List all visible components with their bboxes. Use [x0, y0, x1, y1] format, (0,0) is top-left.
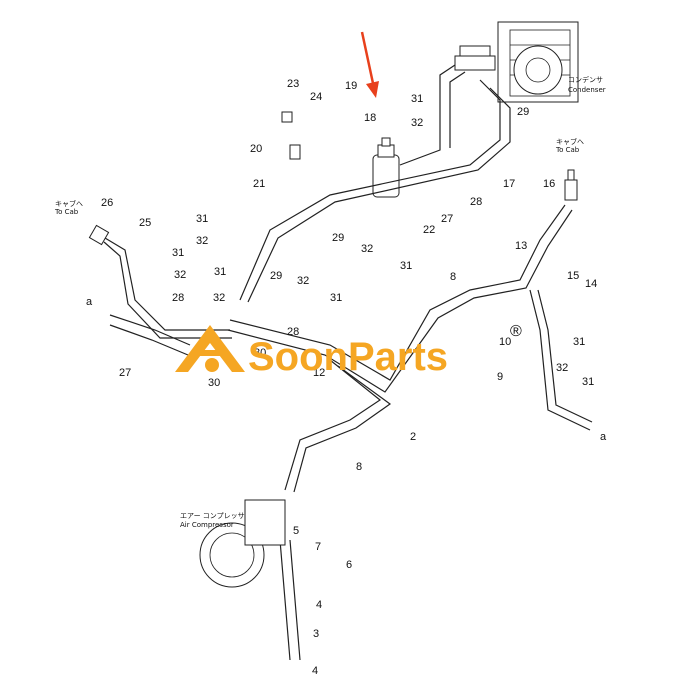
callout-8-bottom: 8	[356, 461, 362, 473]
caption-condenser-jp: コンデンサ	[568, 75, 603, 84]
callout-32-f: 32	[411, 117, 423, 129]
condenser	[454, 21, 579, 103]
callout-9: 9	[497, 371, 503, 383]
callout-13: 13	[515, 240, 527, 252]
pipe-lines	[99, 64, 593, 661]
callout-28-right: 28	[470, 196, 482, 208]
callout-27-left: 27	[119, 367, 131, 379]
callout-28-mid: 28	[287, 326, 299, 338]
callout-21: 21	[253, 178, 265, 190]
callout-31-f: 31	[411, 93, 423, 105]
callout-labels: 2 3 4 4 5 6 7 8 8 9 10 12 13 14 15 16 17…	[101, 78, 597, 677]
callout-17: 17	[503, 178, 515, 190]
callout-27-top: 27	[441, 213, 453, 225]
air-compressor	[199, 499, 286, 588]
callout-2: 2	[410, 431, 416, 443]
callout-31-b: 31	[172, 247, 184, 259]
callout-3: 3	[313, 628, 319, 640]
pointer-arrow	[360, 31, 379, 98]
callout-20: 20	[250, 143, 262, 155]
caption-to-cab-left-jp: キャブへ	[55, 199, 83, 208]
callout-31-d: 31	[330, 292, 342, 304]
callout-29-top: 29	[517, 106, 529, 118]
callout-32-g: 32	[556, 362, 568, 374]
ref-a-left: a	[86, 296, 93, 308]
callout-4-top: 4	[316, 599, 322, 611]
callout-28-left: 28	[172, 292, 184, 304]
callout-7: 7	[315, 541, 321, 553]
callout-30-mid: 30	[254, 347, 266, 359]
caption-compressor-jp: エアー コンプレッサ	[180, 512, 245, 520]
callout-8-top: 8	[450, 271, 456, 283]
callout-29-left: 29	[270, 270, 282, 282]
watermark-logo: SoonParts ®	[175, 323, 522, 379]
callout-4-bottom: 4	[312, 665, 318, 677]
callout-6: 6	[346, 559, 352, 571]
callout-22: 22	[423, 224, 435, 236]
callout-31-e: 31	[400, 260, 412, 272]
callout-15: 15	[567, 270, 579, 282]
callout-10: 10	[499, 336, 511, 348]
callout-26: 26	[101, 197, 113, 209]
callout-32-e: 32	[361, 243, 373, 255]
callout-31-g: 31	[573, 336, 585, 348]
watermark-registered: ®	[510, 323, 522, 340]
callout-24: 24	[310, 91, 322, 103]
callout-12: 12	[313, 367, 325, 379]
caption-to-cab-left-en: To Cab	[54, 208, 79, 216]
caption-to-cab-right-jp: キャブへ	[556, 137, 584, 146]
callout-29-mid: 29	[332, 232, 344, 244]
callout-32-d: 32	[297, 275, 309, 287]
callout-19: 19	[345, 80, 357, 92]
receiver-drier	[372, 137, 400, 198]
callout-16: 16	[543, 178, 555, 190]
callout-5: 5	[293, 525, 299, 537]
callout-23: 23	[287, 78, 299, 90]
callout-14: 14	[585, 278, 597, 290]
fittings	[88, 111, 578, 246]
callout-18: 18	[364, 112, 376, 124]
callout-30-bottom: 30	[208, 377, 220, 389]
caption-condenser-en: Condenser	[568, 86, 606, 94]
callout-25: 25	[139, 217, 151, 229]
callout-31-c: 31	[214, 266, 226, 278]
watermark-brand: SoonParts	[248, 335, 448, 379]
caption-compressor-en: Air Compressor	[180, 521, 234, 529]
crane-logo-icon	[175, 325, 245, 372]
callout-31-h: 31	[582, 376, 594, 388]
callout-31-a: 31	[196, 213, 208, 225]
caption-to-cab-right-en: To Cab	[555, 146, 580, 154]
ref-a-right: a	[600, 431, 607, 443]
callout-32-c: 32	[213, 292, 225, 304]
callout-32-b: 32	[174, 269, 186, 281]
callout-32-a: 32	[196, 235, 208, 247]
